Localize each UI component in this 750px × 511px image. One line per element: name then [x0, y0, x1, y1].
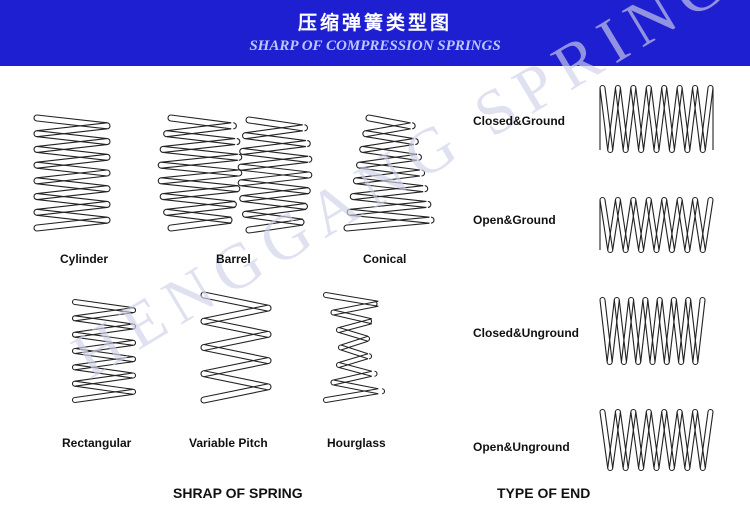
label-closed-ground: Closed&Ground [473, 114, 565, 128]
label-rectangular: Rectangular [62, 436, 132, 450]
label-variable-pitch: Variable Pitch [189, 436, 268, 450]
label-hourglass: Hourglass [327, 436, 386, 450]
spring-conical [343, 114, 435, 232]
spring-barrel-left [157, 114, 243, 232]
label-open-ground: Open&Ground [473, 213, 556, 227]
label-conical: Conical [363, 252, 407, 266]
spring-variable-pitch [200, 291, 272, 404]
header-title-chinese: 压缩弹簧类型图 [297, 12, 452, 34]
spring-rectangular [71, 298, 137, 404]
section-title-end: TYPE OF END [497, 485, 591, 501]
label-open-unground: Open&Unground [473, 440, 570, 454]
label-barrel: Barrel [216, 252, 251, 266]
spring-closed-ground [599, 84, 714, 154]
spring-barrel-right [237, 116, 313, 234]
spring-open-unground [599, 408, 714, 472]
header-banner: 压缩弹簧类型图 SHARP OF COMPRESSION SPRINGS [0, 0, 750, 66]
label-cylinder: Cylinder [60, 252, 109, 266]
spring-cylinder [33, 114, 111, 232]
header-title-english: SHARP OF COMPRESSION SPRINGS [249, 38, 501, 54]
spring-open-ground [599, 196, 714, 254]
label-closed-unground: Closed&Unground [473, 326, 579, 340]
spring-closed-unground [599, 296, 706, 366]
spring-hourglass [322, 291, 386, 404]
section-title-shape: SHRAP OF SPRING [173, 485, 303, 501]
